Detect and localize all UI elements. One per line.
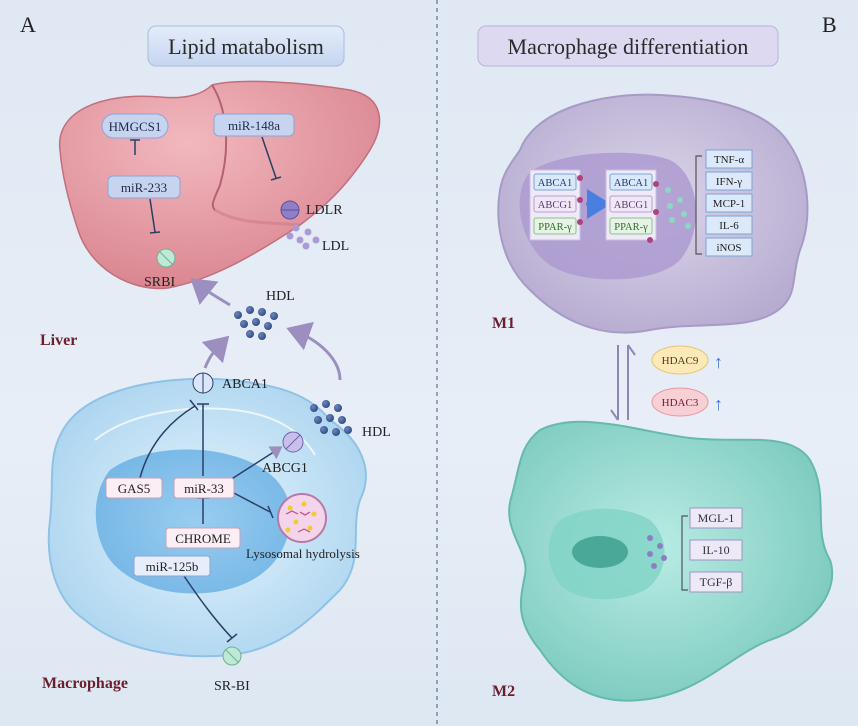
mir33-node: miR-33	[173, 477, 235, 499]
hdac9-badge: HDAC9	[651, 345, 709, 375]
m1-cytokine-list: TNF-α IFN-γ MCP-1 IL-6 iNOS	[705, 149, 753, 257]
m2-nucleus	[548, 508, 665, 600]
abcg1-label: ABCG1	[262, 461, 308, 476]
gas5-node: GAS5	[105, 477, 163, 499]
liver-label: Liver	[40, 332, 77, 349]
ldl-label: LDL	[322, 239, 349, 254]
m1-mid-abcg1: ABCG1	[614, 200, 648, 211]
panel-b-title: Macrophage differentiation	[508, 34, 749, 59]
cytokine-inos: iNOS	[716, 242, 741, 254]
cytokine-mcp1: MCP-1	[713, 198, 745, 210]
mir125b-label: miR-125b	[146, 559, 199, 574]
panel-b-title-box: Macrophage differentiation	[477, 25, 779, 67]
abcg1-receptor	[282, 431, 304, 453]
srbi-liver-label: SRBI	[144, 275, 175, 290]
m1-mid-pparg: PPAR-γ	[614, 222, 648, 233]
mir148a-node: miR-148a	[213, 113, 295, 137]
m1-mid-abca1: ABCA1	[614, 178, 648, 189]
cytokine-il6: IL-6	[719, 220, 739, 232]
m1-left-abcg1: ABCG1	[538, 200, 572, 211]
panel-a-letter: A	[20, 12, 36, 37]
chrome-node: CHROME	[165, 527, 241, 549]
panel-a-title-box: Lipid matabolism	[147, 25, 345, 67]
gas5-label: GAS5	[118, 481, 151, 496]
hmgcs1-node: HMGCS1	[101, 113, 169, 139]
srbi-mac-receptor	[222, 646, 242, 666]
hdac3-up-arrow: ↑	[714, 394, 723, 414]
hdac3-label: HDAC3	[662, 397, 699, 409]
mir125b-node: miR-125b	[133, 555, 211, 577]
ldl-particles	[286, 224, 320, 250]
m1-left-stack: ABCA1 ABCG1 PPAR-γ	[529, 169, 583, 241]
hdl-top-cluster	[234, 306, 278, 340]
abca1-label: ABCA1	[222, 377, 268, 392]
mir148a-label: miR-148a	[228, 118, 280, 133]
srbi-liver-receptor	[156, 248, 176, 268]
hdac9-up-arrow: ↑	[714, 352, 723, 372]
m2-label: M2	[492, 683, 515, 700]
m2-secreted-dots	[647, 535, 667, 569]
panel-b-letter: B	[822, 12, 837, 37]
marker-tgfb: TGF-β	[700, 575, 733, 589]
marker-mgl1: MGL-1	[698, 511, 735, 525]
m1-mid-stack: ABCA1 ABCG1 PPAR-γ	[605, 169, 659, 243]
mir33-label: miR-33	[184, 481, 224, 496]
hdl-top-label: HDL	[266, 289, 295, 304]
abca1-receptor	[192, 372, 214, 394]
chrome-label: CHROME	[175, 531, 231, 546]
m1-label: M1	[492, 315, 515, 332]
marker-il10: IL-10	[702, 543, 729, 557]
hdl-right-cluster	[310, 400, 352, 436]
hdac9-label: HDAC9	[662, 355, 699, 367]
m2-cell	[508, 420, 834, 702]
mir233-label: miR-233	[121, 180, 167, 195]
lysosomal-label: Lysosomal hydrolysis	[246, 546, 360, 561]
cytokine-ifng: IFN-γ	[716, 176, 742, 188]
m1-secreted-dots	[665, 187, 691, 229]
panel-a-title: Lipid matabolism	[168, 34, 324, 59]
hdac3-badge: HDAC3	[651, 387, 709, 417]
hdl-right-label: HDL	[362, 425, 391, 440]
m1-m2-switch-arrows	[610, 344, 636, 421]
lysosome	[277, 493, 327, 543]
m1-left-abca1: ABCA1	[538, 178, 572, 189]
m2-marker-list: MGL-1 IL-10 TGF-β	[689, 507, 743, 593]
mir233-node: miR-233	[107, 175, 181, 199]
ldlr-receptor	[280, 200, 300, 220]
hmgcs1-label: HMGCS1	[109, 119, 162, 134]
m1-left-pparg: PPAR-γ	[538, 222, 572, 233]
macrophage-label: Macrophage	[42, 675, 128, 692]
srbi-mac-label: SR-BI	[214, 679, 250, 694]
ldlr-label: LDLR	[306, 203, 343, 218]
cytokine-tnfa: TNF-α	[714, 154, 744, 166]
